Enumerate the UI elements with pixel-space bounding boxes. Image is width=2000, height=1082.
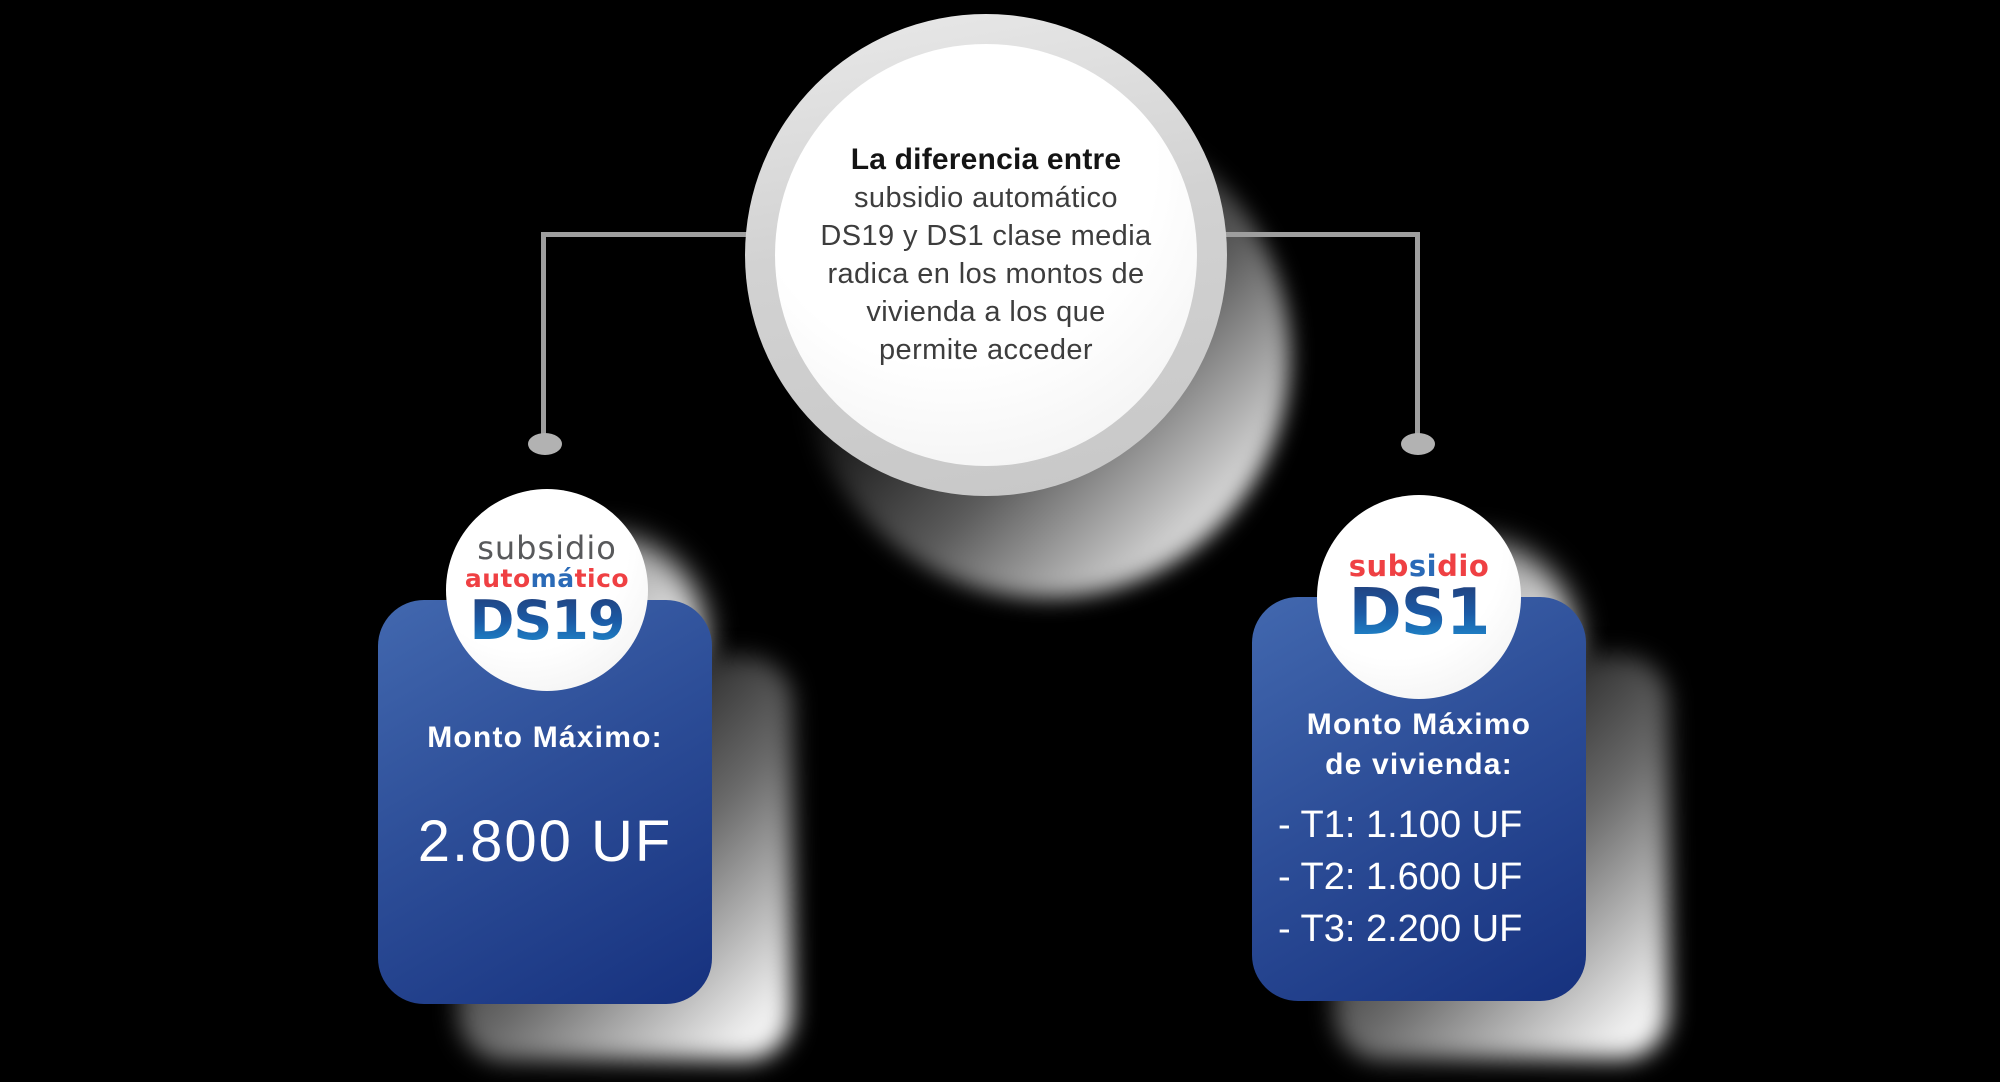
ds19-badge: subsidio automático DS19 bbox=[446, 489, 648, 691]
bubble-line-4: radica en los montos de bbox=[827, 258, 1145, 290]
ds19-logo-automatico-part2: má bbox=[530, 564, 575, 593]
bubble-line-3: DS19 y DS1 clase media bbox=[820, 220, 1152, 252]
ds19-logo-automatico-part3: tico bbox=[574, 564, 630, 593]
bubble-line-2: subsidio automático bbox=[854, 182, 1118, 214]
ds1-card-title: Monto Máximo de vivienda: bbox=[1252, 705, 1586, 785]
ds19-logo-subsidio: subsidio bbox=[477, 529, 617, 567]
ds19-card-title: Monto Máximo: bbox=[427, 721, 663, 754]
connector-right-vertical bbox=[1415, 232, 1420, 436]
bubble-line-1: La diferencia entre bbox=[850, 143, 1122, 176]
ds1-amount-t2: - T2: 1.600 UF bbox=[1278, 856, 1523, 898]
ds1-logo-subsidio-part1: sub bbox=[1348, 549, 1409, 583]
ds19-logo-automatico: automático bbox=[465, 565, 629, 593]
center-bubble: La diferencia entre subsidio automático … bbox=[745, 14, 1227, 496]
bubble-line-5: vivienda a los que bbox=[866, 296, 1106, 328]
ds1-logo-subsidio: subsidio bbox=[1349, 550, 1490, 582]
ds1-card-title-line1: Monto Máximo bbox=[1306, 708, 1532, 741]
ds19-amount-value: 2.800 UF bbox=[417, 809, 673, 874]
connector-right-dot bbox=[1401, 433, 1435, 455]
ds19-logo-wordmark: DS19 bbox=[469, 589, 626, 652]
connector-left-vertical bbox=[541, 232, 546, 436]
ds1-logo-wordmark: DS1 bbox=[1348, 576, 1491, 650]
ds1-card-title-line2: de vivienda: bbox=[1325, 748, 1513, 781]
ds19-logo-automatico-part1: auto bbox=[464, 564, 531, 593]
center-bubble-text: La diferencia entre subsidio automático … bbox=[775, 44, 1197, 466]
ds1-amount-t3: - T3: 2.200 UF bbox=[1278, 908, 1523, 950]
ds1-amount-list: - T1: 1.100 UF - T2: 1.600 UF - T3: 2.20… bbox=[1252, 799, 1586, 955]
ds1-amount-t1: - T1: 1.100 UF bbox=[1278, 804, 1523, 846]
connector-left-dot bbox=[528, 433, 562, 455]
ds1-logo-subsidio-part2: si bbox=[1408, 549, 1438, 583]
ds1-badge: subsidio DS1 bbox=[1317, 495, 1521, 699]
ds1-logo-subsidio-part3: dio bbox=[1437, 549, 1490, 583]
bubble-line-6: permite acceder bbox=[879, 334, 1093, 366]
